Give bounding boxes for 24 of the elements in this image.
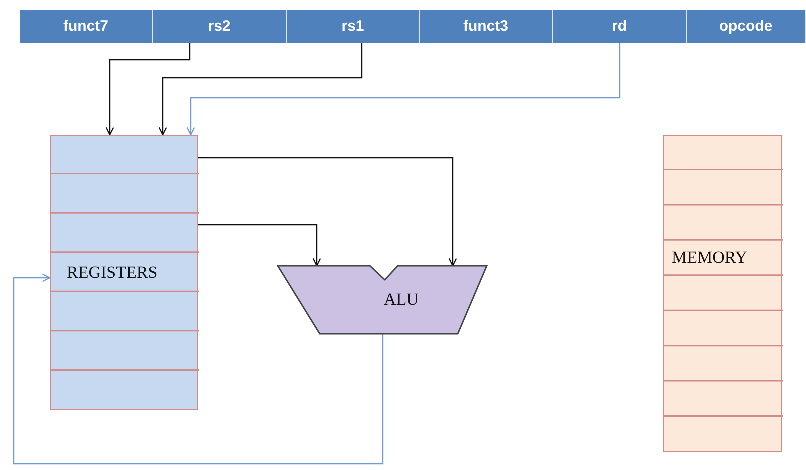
- field-label: rd: [612, 18, 627, 35]
- instruction-field: [287, 10, 420, 43]
- field-label: funct7: [64, 18, 108, 35]
- block-label: MEMORY: [672, 248, 748, 268]
- instruction-field: [153, 10, 287, 43]
- instruction-field: [20, 10, 153, 43]
- arrow: [198, 157, 458, 267]
- arrow: [106, 43, 191, 136]
- instruction-field: [687, 10, 806, 43]
- alu-shape: [278, 266, 487, 334]
- field-label: rs2: [208, 18, 231, 35]
- field-label: funct3: [464, 18, 508, 35]
- instruction-field: [553, 10, 687, 43]
- register-file: [50, 135, 198, 410]
- block-label: REGISTERS: [67, 262, 158, 282]
- arrow: [186, 43, 621, 136]
- arrow: [198, 224, 322, 267]
- instruction-field: [420, 10, 553, 43]
- field-label: rs1: [342, 18, 364, 35]
- arrow: [158, 43, 363, 136]
- arrow: [13, 274, 384, 465]
- alu-label: ALU: [384, 290, 419, 310]
- field-label: opcode: [719, 18, 773, 35]
- memory-block: [663, 135, 782, 452]
